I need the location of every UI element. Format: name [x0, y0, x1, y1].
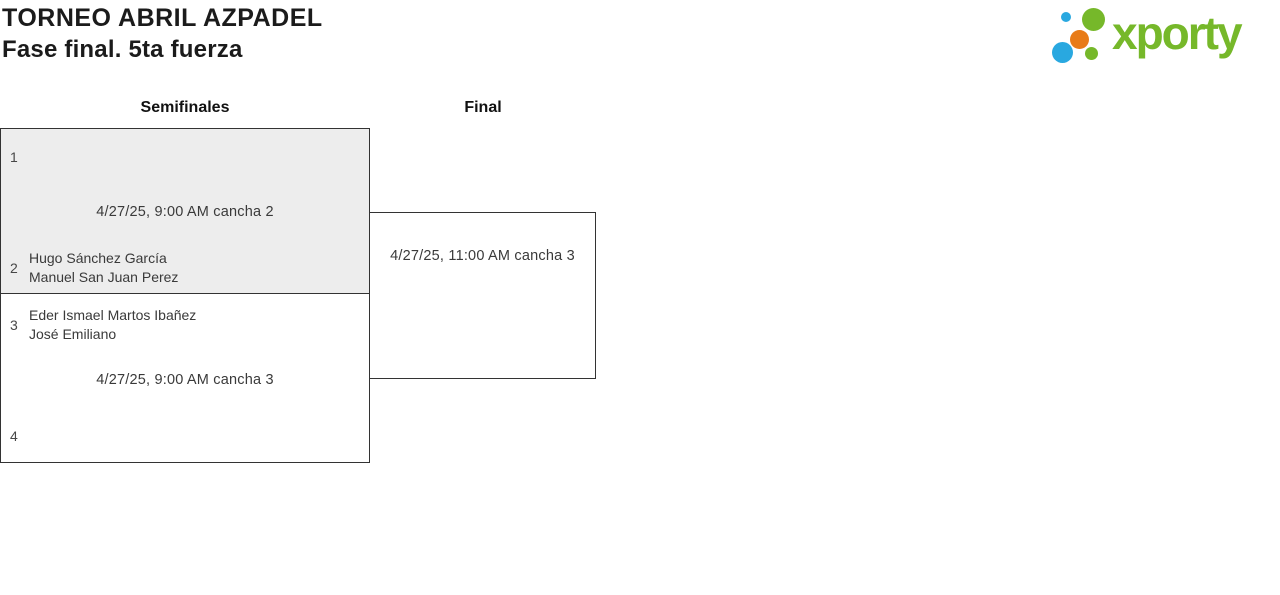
match-semifinal-1[interactable]: 1 4/27/25, 9:00 AM cancha 2 2 Hugo Sánch… [0, 128, 370, 294]
player-name: José Emiliano [29, 326, 117, 342]
match-semifinal-2[interactable]: 3 Eder Ismael Martos Ibañez José Emilian… [0, 293, 370, 463]
logo-dot-icon [1082, 8, 1105, 31]
player-name: Eder Ismael Martos Ibañez [29, 306, 197, 323]
logo-dot-icon [1061, 12, 1071, 22]
seed-number: 4 [10, 428, 18, 444]
round-header-semifinales: Semifinales [140, 99, 230, 116]
player-name: Manuel San Juan Perez [29, 269, 179, 285]
page-subtitle: Fase final. 5ta fuerza [2, 36, 243, 63]
xporty-logo[interactable]: xporty [1050, 0, 1280, 75]
seed-number: 2 [10, 260, 18, 276]
match-final[interactable]: 4/27/25, 11:00 AM cancha 3 [369, 212, 596, 379]
match-schedule: 4/27/25, 11:00 AM cancha 3 [390, 248, 575, 264]
team-players: Eder Ismael Martos Ibañez José Emiliano [29, 306, 196, 345]
player-name: Hugo Sánchez García [29, 249, 167, 266]
logo-dot-icon [1070, 30, 1089, 49]
logo-dot-icon [1085, 47, 1098, 60]
team-row: 3 Eder Ismael Martos Ibañez José Emilian… [10, 305, 363, 345]
seed-number: 1 [10, 149, 18, 165]
seed-number: 3 [10, 317, 18, 333]
round-header-final: Final [464, 99, 502, 116]
match-schedule: 4/27/25, 9:00 AM cancha 3 [96, 372, 274, 388]
match-schedule: 4/27/25, 9:00 AM cancha 2 [96, 204, 274, 220]
logo-wordmark: xporty [1112, 7, 1243, 59]
page-header: TORNEO ABRIL AZPADEL Fase final. 5ta fue… [2, 2, 323, 65]
team-players: Hugo Sánchez García Manuel San Juan Pere… [29, 249, 178, 288]
logo-dot-icon [1052, 42, 1073, 63]
team-row: 2 Hugo Sánchez García Manuel San Juan Pe… [10, 248, 363, 288]
page-title: TORNEO ABRIL AZPADEL [2, 4, 323, 32]
